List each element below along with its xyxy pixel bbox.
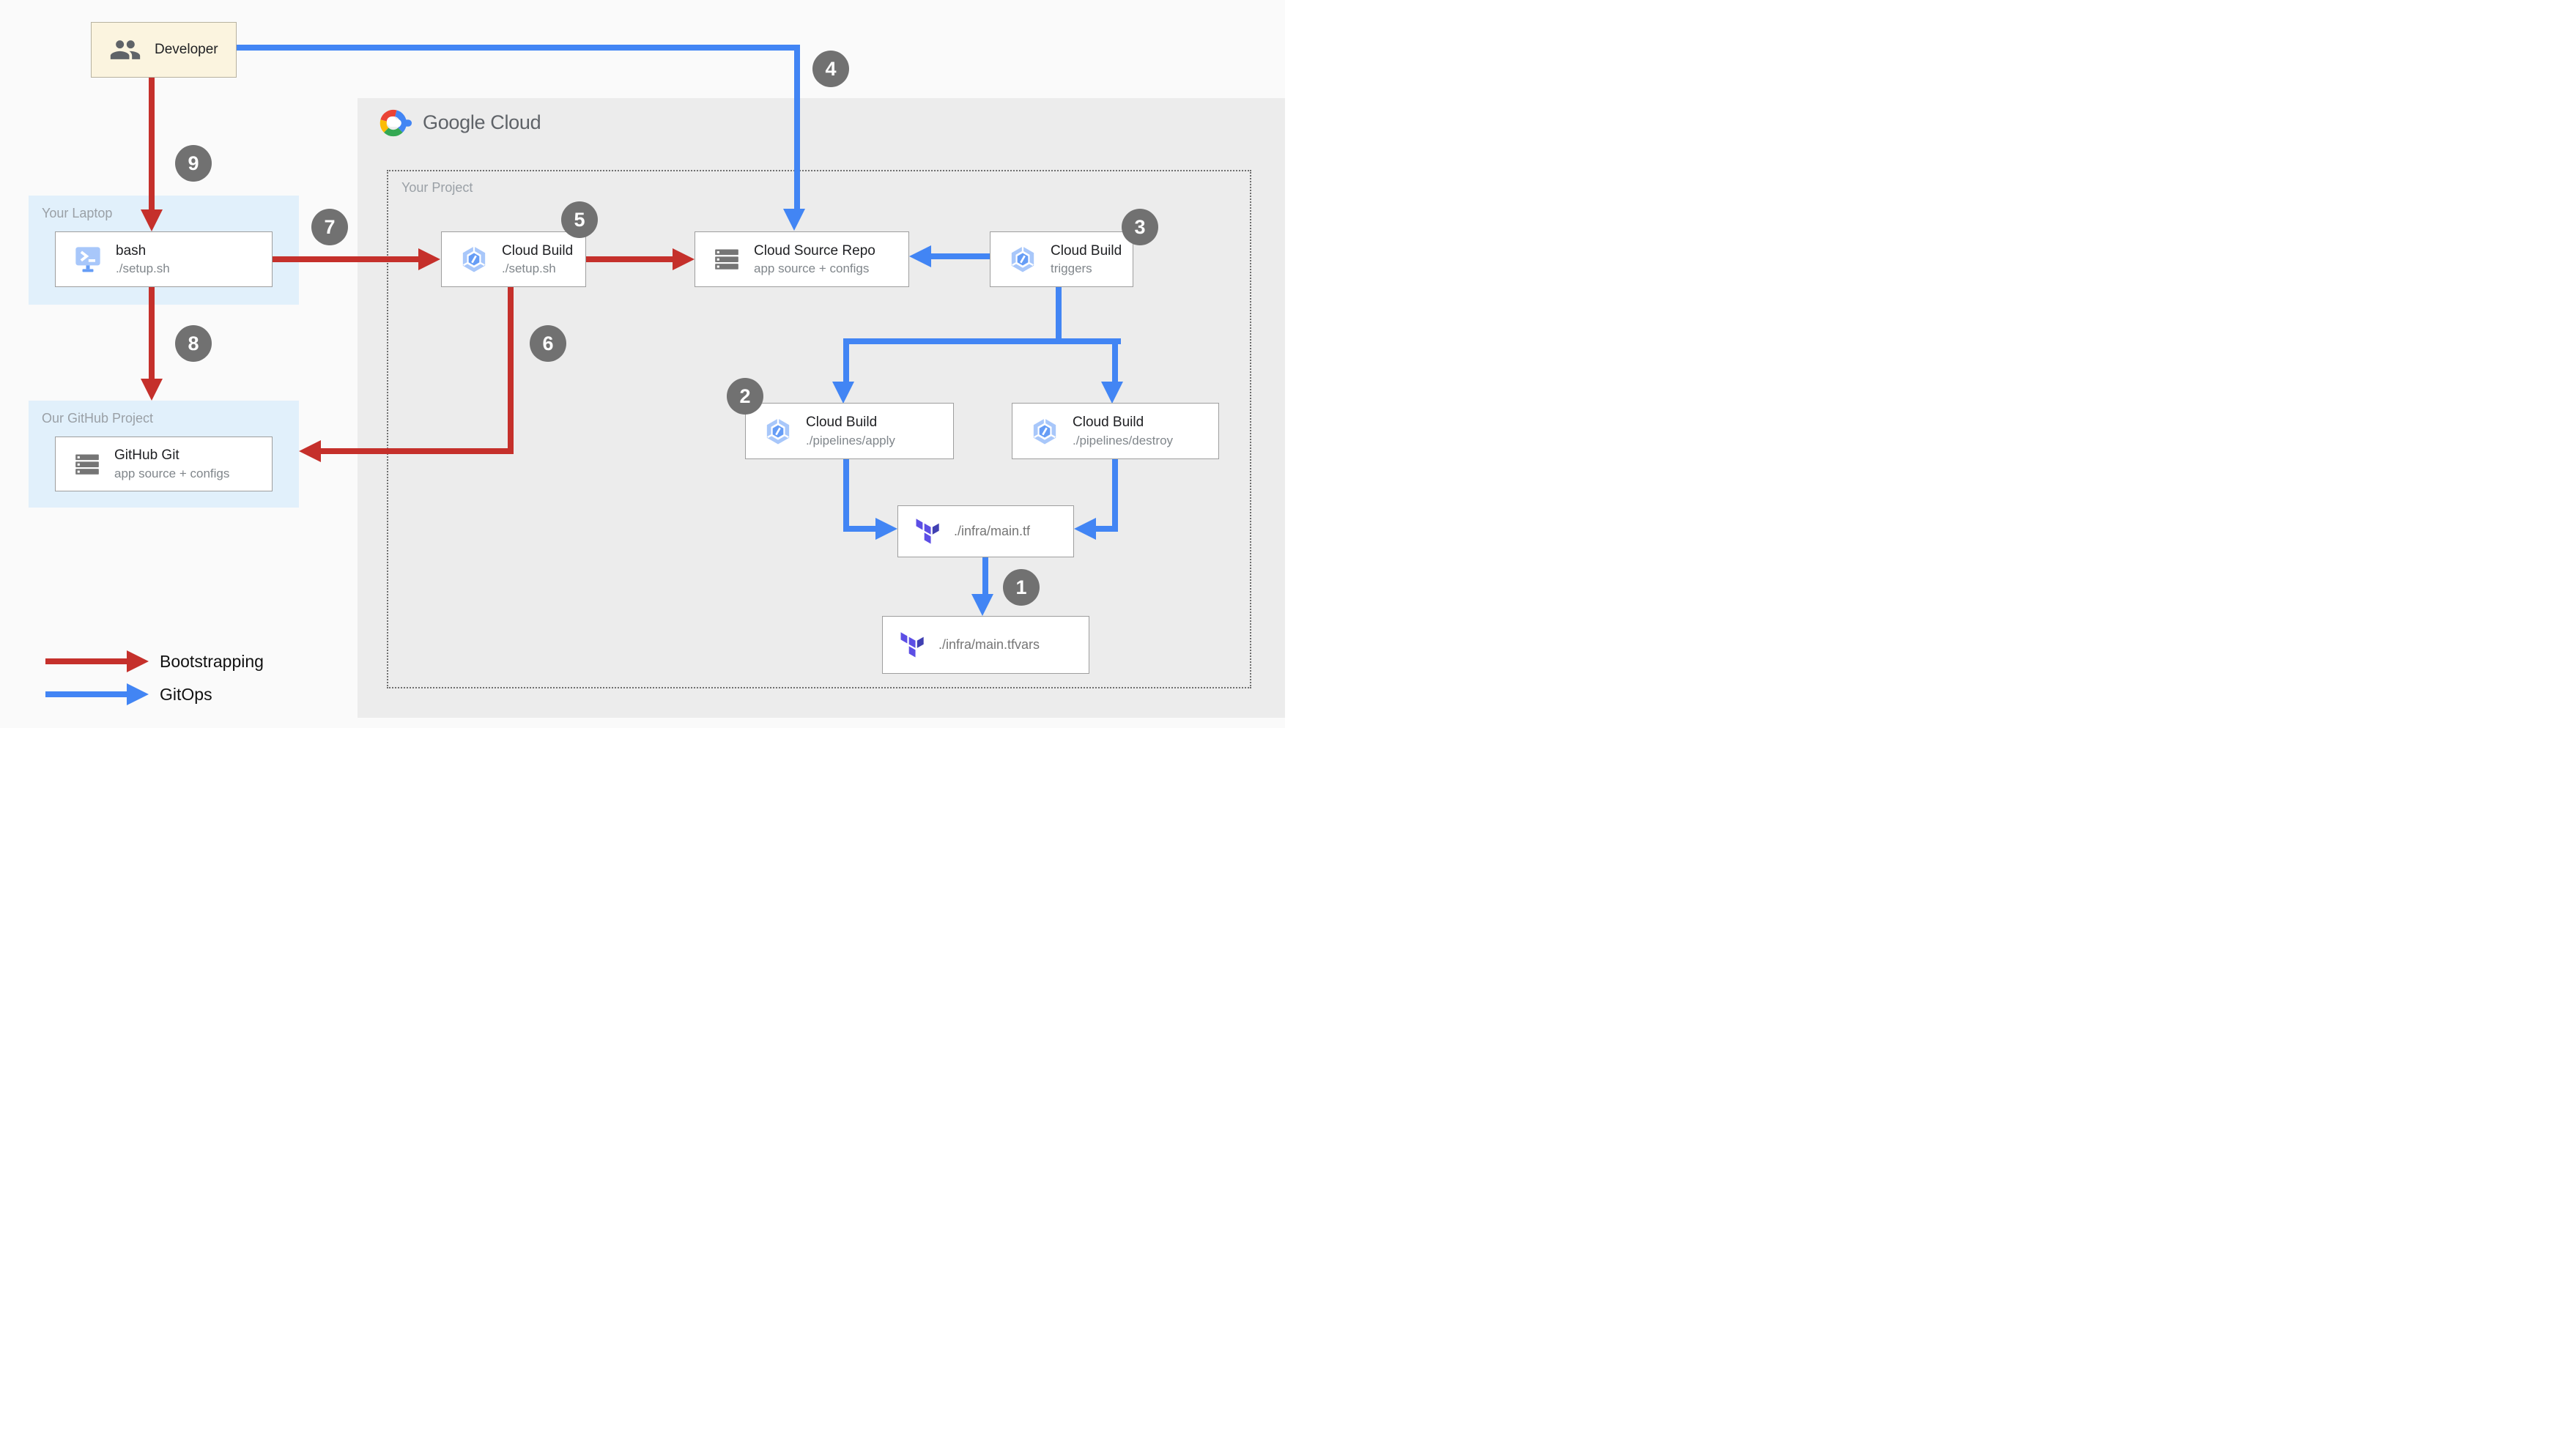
step-badge-3: 3 [1122,209,1158,245]
arrow-split-to-destroy-line [1112,338,1118,382]
infra-main-tfvars-label: ./infra/main.tfvars [938,637,1040,652]
arrow-triggers-split-hline [843,338,1121,344]
arrow-triggers-to-csr-line [931,253,990,259]
cloud-build-triggers-subtitle: triggers [1051,261,1092,276]
arrow-bash-to-cloudbuild-head [418,248,440,270]
node-bash: bash ./setup.sh [55,231,273,287]
arrow-cloudbuild-to-githubgit-hline [321,448,514,454]
legend-bootstrapping-arrowhead [127,650,149,672]
github-git-title: GitHub Git [114,447,179,463]
cloud-build-setup-subtitle: ./setup.sh [502,261,556,276]
arrow-triggers-to-csr-head [909,245,931,267]
step-badge-7: 7 [311,209,348,245]
arrow-cloudbuild-to-githubgit-vline [508,287,514,454]
cloud-build-icon [763,417,793,446]
cloud-build-apply-title: Cloud Build [806,415,878,430]
arrow-cloudbuild-to-csr-line [586,256,674,262]
node-developer: Developer [91,22,237,78]
node-github-git: GitHub Git app source + configs [55,437,273,491]
arrow-cloudbuild-to-githubgit-head [299,440,321,462]
arrow-developer-to-csr-vline [794,45,800,210]
arrow-maintf-to-tfvars-line [982,557,988,595]
github-project-title: Our GitHub Project [42,411,154,426]
arrow-developer-to-csr-hline [237,45,800,51]
cloud-source-repo-title: Cloud Source Repo [754,242,875,259]
your-laptop-title: Your Laptop [42,206,113,220]
arrow-maintf-to-tfvars-head [971,594,993,616]
repo-icon [73,450,101,478]
arrow-developer-to-csr-head [783,209,805,231]
cloud-build-icon [1008,245,1037,274]
developer-label: Developer [155,42,218,57]
google-cloud-icon [377,107,414,138]
legend-gitops-line [45,691,127,697]
github-git-subtitle: app source + configs [114,466,230,480]
arrow-destroy-to-maintf-head [1074,518,1096,540]
legend-gitops-label: GitOps [160,685,212,704]
arrow-destroy-to-maintf-vline [1112,459,1118,532]
cloud-build-icon [1030,417,1059,446]
legend-gitops-arrowhead [127,683,149,705]
terraform-icon [900,631,925,659]
arrow-apply-to-maintf-head [875,518,897,540]
arrow-split-to-apply-head [832,382,854,404]
node-cloud-build-triggers: Cloud Build triggers [990,231,1133,287]
node-cloud-build-setup: Cloud Build ./setup.sh [441,231,586,287]
cloud-build-destroy-subtitle: ./pipelines/destroy [1073,433,1174,447]
step-badge-4: 4 [812,51,849,87]
step-badge-2: 2 [727,378,763,415]
arrow-apply-to-maintf-hline [843,526,875,532]
arrow-triggers-split-vline [1056,287,1062,344]
arrow-bash-to-cloudbuild-line [273,256,420,262]
node-infra-main-tfvars: ./infra/main.tfvars [882,616,1089,674]
node-cloud-source-repo: Cloud Source Repo app source + configs [695,231,909,287]
node-cloud-build-apply: Cloud Build ./pipelines/apply [745,403,954,459]
terraform-icon [916,518,941,546]
arrow-split-to-destroy-head [1101,382,1123,404]
legend-bootstrapping-label: Bootstrapping [160,652,264,671]
bash-subtitle: ./setup.sh [116,261,170,276]
repo-icon [713,245,741,273]
arrow-bash-to-github-line [149,287,155,380]
your-project-boundary [387,170,1251,688]
your-project-title: Your Project [401,180,473,195]
cloud-build-icon [459,245,489,274]
arrow-cloudbuild-to-csr-head [673,248,695,270]
arrow-developer-to-bash-head [141,209,163,231]
cloud-build-apply-subtitle: ./pipelines/apply [806,433,895,447]
legend-bootstrapping-line [45,658,127,664]
cloud-build-setup-title: Cloud Build [502,242,574,259]
step-badge-8: 8 [175,325,212,362]
people-icon [109,34,141,66]
bash-title: bash [116,242,147,259]
arrow-developer-to-bash-line [149,78,155,211]
arrow-bash-to-github-head [141,379,163,401]
arrow-destroy-to-maintf-hline [1096,526,1118,532]
arrow-split-to-apply-line [843,338,849,382]
step-badge-5: 5 [561,201,598,238]
node-infra-main-tf: ./infra/main.tf [897,505,1074,557]
arrow-apply-to-maintf-vline [843,459,849,532]
infra-main-tf-label: ./infra/main.tf [954,524,1031,538]
step-badge-1: 1 [1003,569,1040,606]
step-badge-6: 6 [530,325,566,362]
cloud-source-repo-subtitle: app source + configs [754,261,870,276]
cloud-build-triggers-title: Cloud Build [1051,242,1122,259]
node-cloud-build-destroy: Cloud Build ./pipelines/destroy [1012,403,1219,459]
terminal-icon [73,245,103,274]
cloud-build-destroy-title: Cloud Build [1073,415,1144,430]
step-badge-9: 9 [175,145,212,182]
